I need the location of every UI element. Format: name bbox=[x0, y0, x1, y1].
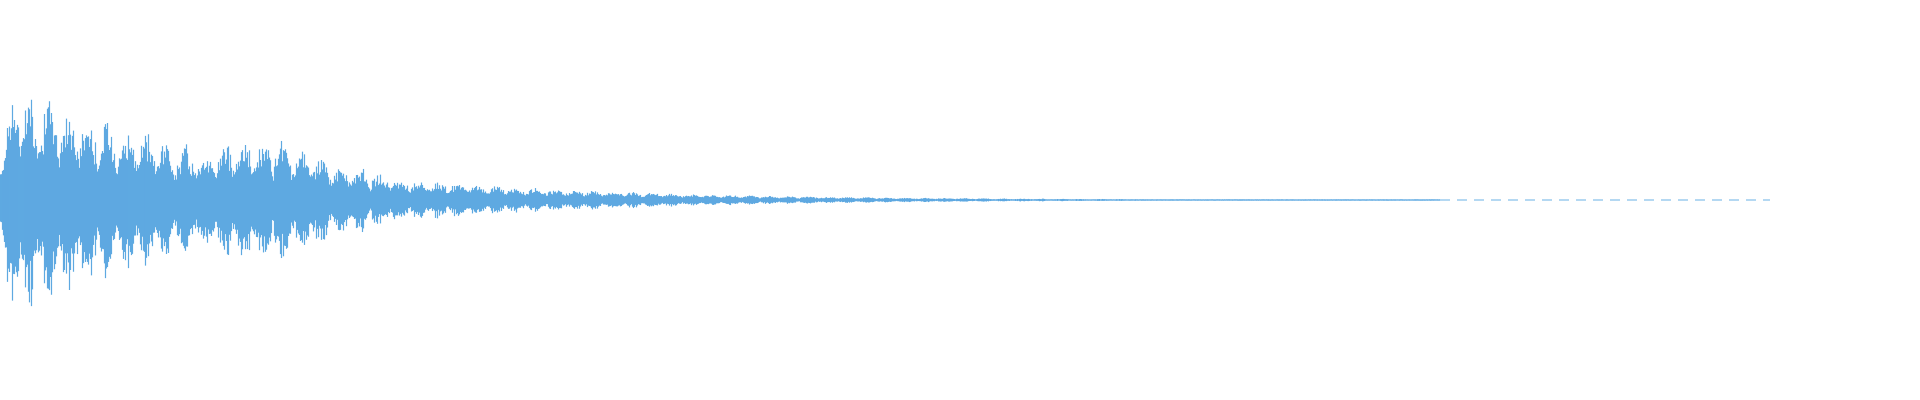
waveform-body bbox=[0, 99, 1441, 307]
